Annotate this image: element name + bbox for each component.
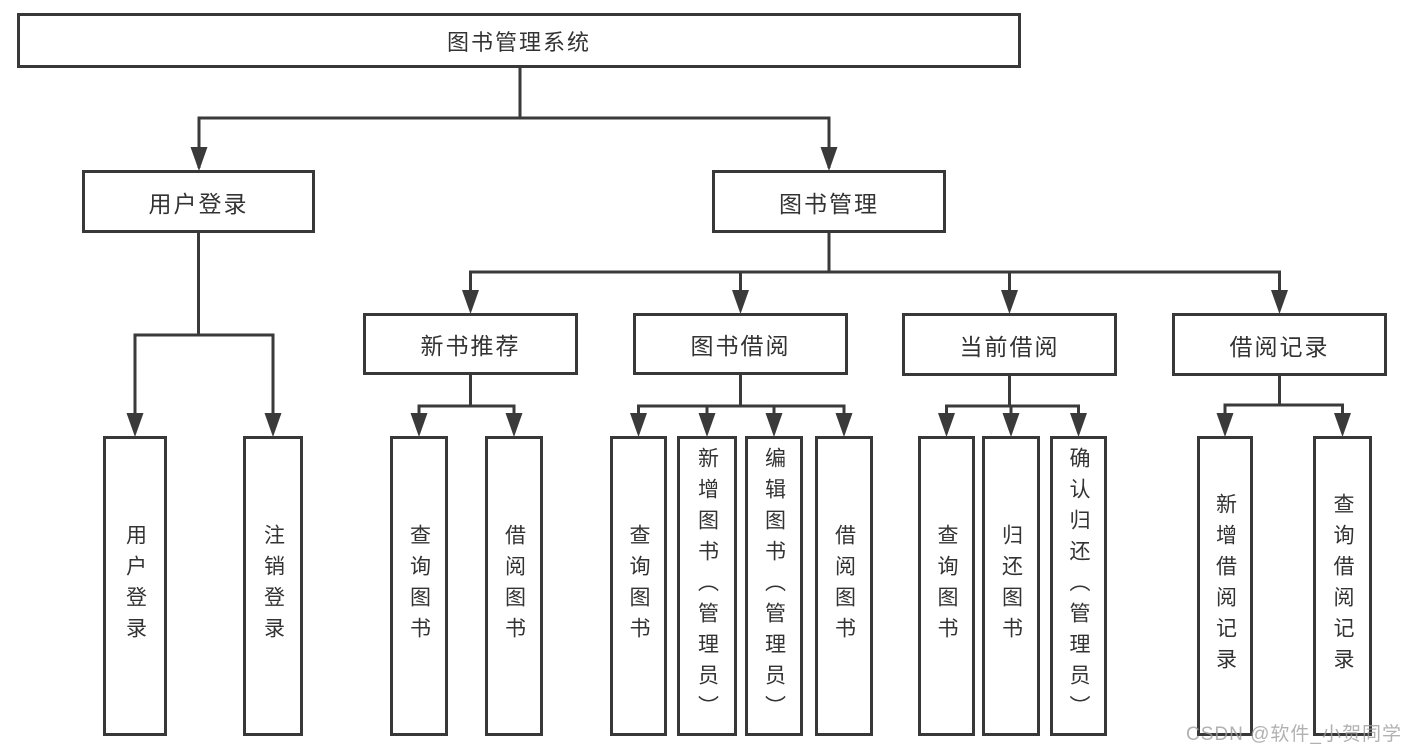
leaf-label: 借阅图书	[502, 524, 526, 648]
node-user-login: 用户登录	[82, 170, 315, 233]
leaf-edit-books-admin: 编辑图书（管理员）	[745, 436, 803, 736]
node-label: 借阅记录	[1229, 333, 1330, 360]
leaf-label: 借阅图书	[832, 524, 856, 648]
leaf-add-borrow-record: 新增借阅记录	[1197, 436, 1253, 736]
leaf-query-books: 查询图书	[390, 436, 448, 736]
node-label: 当前借阅	[959, 333, 1060, 360]
leaf-label: 查询借阅记录	[1331, 493, 1354, 679]
leaf-label: 新增借阅记录	[1213, 493, 1237, 679]
leaf-add-books-admin: 新增图书（管理员）	[677, 436, 737, 736]
node-current-borrowing: 当前借阅	[902, 313, 1117, 376]
leaf-label: 用户登录	[123, 524, 147, 648]
leaf-label: 查询图书	[935, 524, 958, 648]
leaf-confirm-return-admin: 确认归还（管理员）	[1050, 436, 1107, 736]
node-label: 图书管理系统	[446, 29, 591, 55]
node-book-borrowing: 图书借阅	[633, 313, 848, 375]
leaf-label: 编辑图书（管理员）	[762, 446, 786, 726]
node-label: 用户登录	[148, 190, 249, 217]
csdn-watermark: CSDN @软件_小贺同学	[1186, 724, 1402, 745]
leaf-user-login: 用户登录	[103, 436, 167, 736]
leaf-label: 确认归还（管理员）	[1067, 446, 1090, 726]
node-library-system: 图书管理系统	[17, 13, 1021, 68]
node-new-book-recommend: 新书推荐	[363, 313, 578, 375]
leaf-borrow-books: 借阅图书	[485, 436, 543, 736]
leaf-logout: 注销登录	[243, 436, 303, 736]
leaf-query-borrow-record: 查询借阅记录	[1313, 436, 1372, 736]
arrowheads	[126, 147, 1351, 437]
connector-paths	[133, 68, 1344, 433]
leaf-label: 查询图书	[407, 524, 431, 648]
leaf-return-books: 归还图书	[982, 436, 1040, 736]
leaf-borrow-books: 借阅图书	[815, 436, 873, 736]
node-borrowing-records: 借阅记录	[1172, 313, 1387, 376]
node-label: 图书管理	[779, 190, 879, 217]
node-label: 图书借阅	[690, 333, 791, 359]
node-book-management: 图书管理	[712, 170, 946, 233]
leaf-label: 注销登录	[261, 524, 285, 648]
leaf-label: 归还图书	[999, 524, 1023, 648]
leaf-label: 查询图书	[627, 524, 650, 648]
node-label: 新书推荐	[420, 333, 521, 359]
leaf-label: 新增图书（管理员）	[695, 446, 719, 726]
leaf-query-books: 查询图书	[610, 436, 667, 736]
leaf-query-books: 查询图书	[918, 436, 975, 736]
